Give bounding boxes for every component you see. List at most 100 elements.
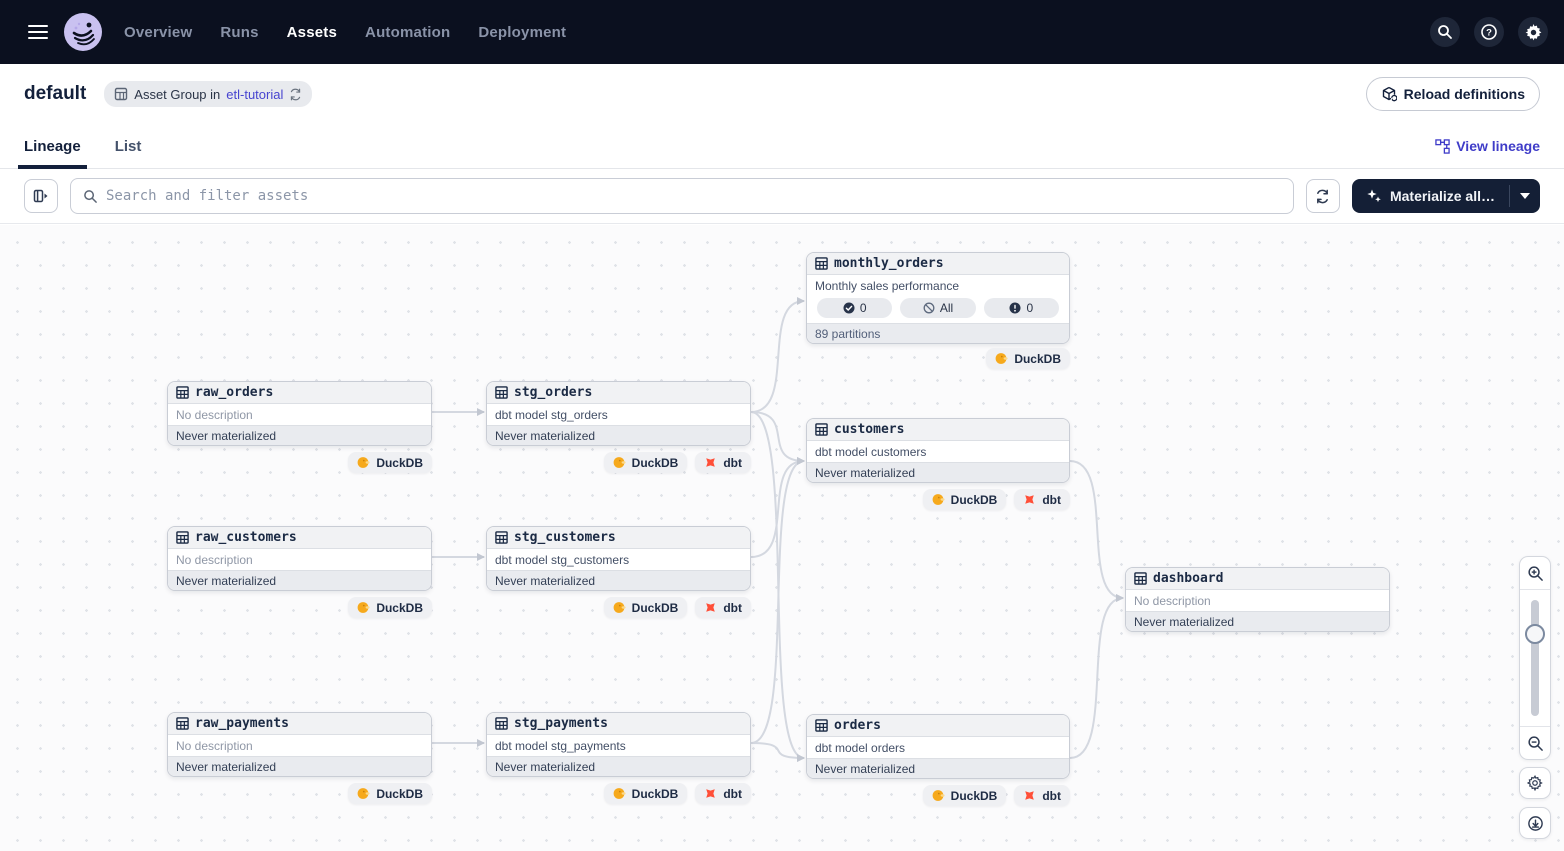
dbt-tag-badge[interactable]: dbt [695,452,751,473]
etl-tutorial-link[interactable]: etl-tutorial [226,87,283,102]
materialize-dropdown-caret[interactable] [1510,179,1540,213]
search-icon[interactable] [1430,17,1460,47]
asset-node-stg_customers[interactable]: stg_customersdbt model stg_customersNeve… [486,526,751,591]
zoom-out-button[interactable] [1520,727,1550,759]
edge-stg_orders-to-monthly_orders [751,301,804,412]
graph-settings-gear-icon [1527,775,1543,791]
asset-footer-status: Never materialized [168,425,431,445]
help-icon[interactable]: ? [1474,17,1504,47]
materialize-all-button[interactable]: Materialize all… [1352,179,1540,213]
settings-gear-icon[interactable] [1518,17,1548,47]
dbt-tag-badge[interactable]: dbt [695,783,751,804]
tag-label: DuckDB [376,456,423,470]
duckdb-tag-badge[interactable]: DuckDB [923,489,1007,510]
edge-customers-to-dashboard [1070,461,1123,598]
asset-table-icon [815,719,828,732]
duckdb-icon [613,456,626,469]
tag-label: DuckDB [376,601,423,615]
zoom-slider-handle[interactable] [1525,624,1545,644]
asset-node-customers[interactable]: customersdbt model customersNever materi… [806,418,1070,483]
asset-node-stg_payments[interactable]: stg_paymentsdbt model stg_paymentsNever … [486,712,751,777]
dbt-tag-badge[interactable]: dbt [1014,489,1070,510]
duckdb-icon [613,787,626,800]
toggle-sidebar-button[interactable] [24,179,58,213]
nav-item-runs[interactable]: Runs [220,24,258,41]
asset-table-icon [495,717,508,730]
lineage-graph-icon [1435,139,1450,154]
asset-node-orders[interactable]: ordersdbt model ordersNever materialized [806,714,1070,779]
duckdb-tag-badge[interactable]: DuckDB [604,597,688,618]
duckdb-tag-badge[interactable]: DuckDB [348,597,432,618]
asset-node-raw_orders[interactable]: raw_ordersNo descriptionNever materializ… [167,381,432,446]
asset-node-raw_payments[interactable]: raw_paymentsNo descriptionNever material… [167,712,432,777]
asset-footer-status: Never materialized [807,462,1069,482]
zoom-slider[interactable] [1520,589,1550,727]
slash-circle-icon [923,302,935,314]
asset-tags-stg_customers: DuckDB dbt [486,597,751,618]
refresh-button[interactable] [1306,179,1340,213]
asset-footer-status: Never materialized [487,756,750,776]
asset-node-header: stg_orders [487,382,750,404]
partition-pill-label: 0 [860,301,867,315]
zoom-slider-track[interactable] [1531,600,1539,716]
duckdb-tag-badge[interactable]: DuckDB [604,452,688,473]
duckdb-tag-badge[interactable]: DuckDB [604,783,688,804]
partition-pill-slash[interactable]: All [900,298,975,318]
graph-toolbar: Materialize all… [0,169,1564,224]
duckdb-icon [613,601,626,614]
asset-node-raw_customers[interactable]: raw_customersNo descriptionNever materia… [167,526,432,591]
dbt-tag-badge[interactable]: dbt [1014,785,1070,806]
duckdb-icon [995,352,1008,365]
asset-title: stg_customers [514,530,616,545]
asset-node-dashboard[interactable]: dashboardNo descriptionNever materialize… [1125,567,1390,632]
partition-status-pills: 0 All 0 [807,296,1069,323]
duckdb-tag-badge[interactable]: DuckDB [348,783,432,804]
duckdb-tag-badge[interactable]: DuckDB [986,348,1070,369]
menu-icon[interactable] [20,14,56,50]
zoom-in-button[interactable] [1520,557,1550,589]
asset-title: raw_payments [195,716,289,731]
partition-pill-warning[interactable]: 0 [984,298,1059,318]
partition-pill-check[interactable]: 0 [817,298,892,318]
reload-definitions-button[interactable]: Reload definitions [1366,77,1540,111]
duckdb-tag-badge[interactable]: DuckDB [348,452,432,473]
search-input[interactable] [106,188,1281,204]
check-circle-icon [843,302,855,314]
duckdb-tag-badge[interactable]: DuckDB [923,785,1007,806]
asset-tags-raw_orders: DuckDB [167,452,432,473]
tab-lineage[interactable]: Lineage [24,124,81,168]
nav-item-overview[interactable]: Overview [124,24,192,41]
view-lineage-link[interactable]: View lineage [1435,138,1540,154]
duckdb-icon [357,601,370,614]
asset-node-header: raw_payments [168,713,431,735]
tabs-row: Lineage List View lineage [0,124,1564,169]
asset-node-monthly_orders[interactable]: monthly_ordersMonthly sales performance0… [806,252,1070,344]
asset-description: Monthly sales performance [807,275,1069,296]
tab-list[interactable]: List [115,124,142,168]
materialize-all-label: Materialize all… [1390,188,1495,204]
asset-title: raw_orders [195,385,273,400]
graph-settings-button[interactable] [1519,767,1551,799]
duckdb-icon [357,456,370,469]
nav-item-deployment[interactable]: Deployment [478,24,566,41]
duckdb-icon [932,789,945,802]
asset-node-stg_orders[interactable]: stg_ordersdbt model stg_ordersNever mate… [486,381,751,446]
nav-item-assets[interactable]: Assets [287,24,337,41]
page-title: default [24,83,86,105]
tag-label: DuckDB [632,456,679,470]
view-lineage-label: View lineage [1456,138,1540,154]
reload-package-icon [1381,86,1397,102]
download-view-button[interactable] [1519,807,1551,839]
nav-item-automation[interactable]: Automation [365,24,450,41]
dbt-tag-badge[interactable]: dbt [695,597,751,618]
dagster-logo[interactable] [64,13,102,51]
asset-group-badge-text: Asset Group in [134,87,220,102]
dbt-icon [704,456,717,469]
sync-icon[interactable] [289,88,302,101]
panel-expand-icon [33,188,49,204]
asset-tags-raw_customers: DuckDB [167,597,432,618]
warning-circle-icon [1009,302,1021,314]
asset-tags-customers: DuckDB dbt [806,489,1070,510]
lineage-graph-canvas[interactable]: monthly_ordersMonthly sales performance0… [0,225,1564,851]
asset-description: No description [168,735,431,756]
